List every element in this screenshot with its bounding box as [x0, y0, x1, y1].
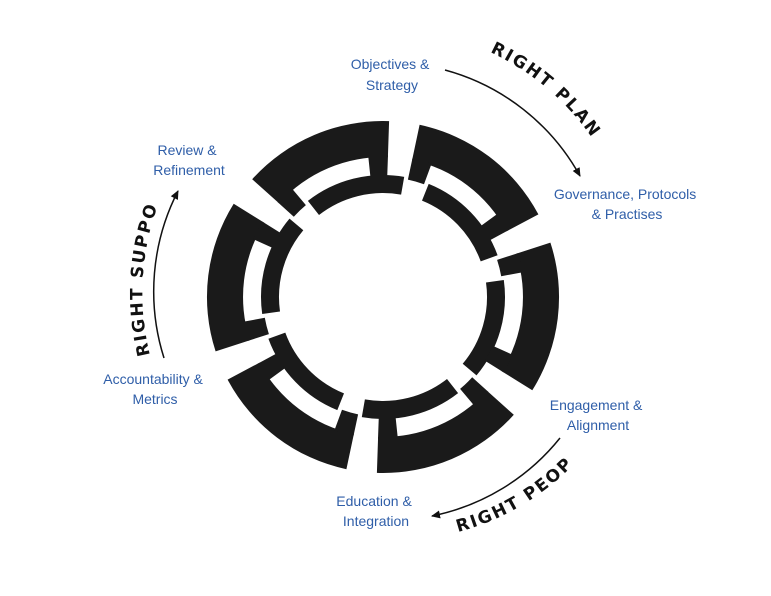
ring-segment-review-part: [368, 155, 388, 178]
right-plan-label: RIGHT PLAN: [488, 38, 605, 141]
stage-accountability-line2: Metrics: [132, 391, 177, 407]
stage-governance-line1: Governance, Protocols: [554, 186, 696, 202]
ring-segment-accountability-part: [253, 221, 282, 249]
ring-segment-governance-part: [497, 253, 523, 277]
ring-segment-review: [252, 120, 405, 217]
ring-segment-accountability-part: [261, 218, 304, 314]
stage-objectives-label: Objectives & Strategy: [351, 56, 433, 93]
ring-segment-objectives-part: [412, 124, 539, 232]
ring-segment-review-part: [307, 175, 405, 215]
ring-segment-engagement-part: [460, 377, 489, 406]
ring-segment-governance-part: [462, 280, 505, 376]
ring-segment-governance-part: [484, 345, 513, 373]
ring-segment-governance-part: [501, 242, 560, 391]
stage-accountability-line1: Accountability &: [103, 371, 203, 387]
ring-segment-education-part: [257, 353, 286, 381]
ring-segment-objectives: [407, 124, 539, 262]
stage-governance-label: Governance, Protocols & Practises: [554, 186, 700, 222]
ring-segment-engagement-part: [361, 379, 459, 419]
stage-engagement-line2: Alignment: [567, 417, 629, 433]
ring-segment-review-part: [277, 188, 306, 217]
right-support-arrow: [153, 190, 179, 359]
stage-education-line2: Integration: [343, 513, 409, 529]
right-support-label: RIGHT SUPPORT: [0, 0, 163, 358]
ring-segment-education-part: [227, 362, 354, 470]
ring-segment-education-part: [268, 332, 344, 411]
ring-segment-accountability-part: [243, 317, 269, 341]
ring-segment-accountability-part: [206, 203, 265, 352]
ring-segment-objectives-part: [407, 158, 432, 185]
right-people-arrow: [431, 437, 561, 519]
stage-objectives-line1: Objectives &: [351, 56, 430, 72]
ring-segment-objectives-part: [480, 213, 509, 241]
cycle-ring: [206, 120, 560, 474]
ring-segment-engagement-part: [376, 390, 514, 474]
right-people-label: RIGHT PEOPLE: [0, 0, 576, 537]
stage-engagement-label: Engagement & Alignment: [550, 397, 647, 433]
ring-segment-review-part: [252, 120, 390, 204]
ring-segment-accountability: [206, 203, 304, 352]
stage-review-line1: Review &: [157, 142, 217, 158]
stage-accountability-label: Accountability & Metrics: [103, 371, 207, 407]
stage-engagement-line1: Engagement &: [550, 397, 643, 413]
stage-review-line2: Refinement: [153, 162, 225, 178]
ring-segment-governance: [462, 242, 560, 391]
ring-segment-education-part: [334, 409, 359, 436]
ring-segment-engagement: [361, 377, 514, 474]
right-plan-arrow: [444, 69, 581, 177]
ring-segment-objectives-part: [422, 183, 498, 262]
ring-segment-education: [227, 332, 359, 470]
stage-education-line1: Education &: [336, 493, 412, 509]
ring-segment-engagement-part: [378, 416, 398, 439]
stage-objectives-line2: Strategy: [366, 77, 418, 93]
stage-review-label: Review & Refinement: [153, 142, 225, 178]
stage-education-label: Education & Integration: [336, 493, 415, 529]
stage-governance-line2: & Practises: [592, 206, 663, 222]
